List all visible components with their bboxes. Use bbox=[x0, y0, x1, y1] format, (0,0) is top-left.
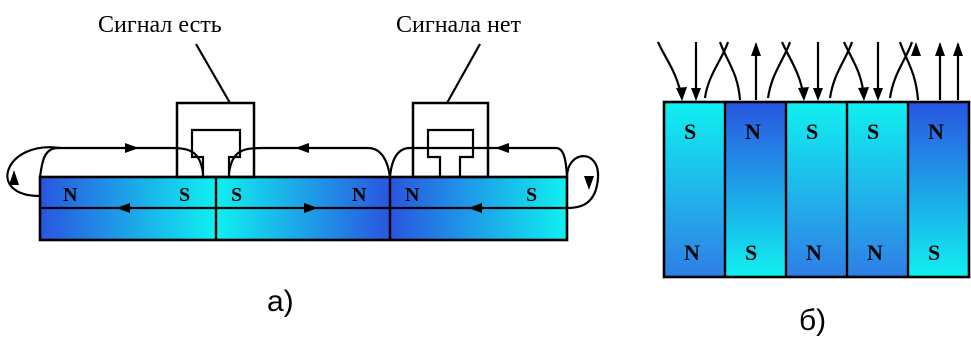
flux-arc-right-outer bbox=[565, 155, 600, 210]
leader-line-present bbox=[195, 43, 231, 104]
bar-top-pole: N bbox=[928, 119, 944, 144]
flux-arc-1 bbox=[38, 146, 205, 178]
arrow-down-icon bbox=[798, 87, 809, 101]
arrow-down-icon bbox=[813, 88, 823, 101]
pole-label: N bbox=[63, 184, 78, 206]
arrow-down-icon bbox=[584, 176, 594, 190]
pole-label: N bbox=[405, 184, 420, 206]
bar-top-pole: N bbox=[745, 119, 761, 144]
flux-arc-2 bbox=[227, 146, 392, 178]
bar-bottom-pole: S bbox=[928, 240, 940, 265]
field-lines bbox=[656, 41, 963, 101]
field-line bbox=[888, 41, 914, 99]
head-core-2 bbox=[426, 128, 475, 177]
arrow-left-icon bbox=[295, 143, 309, 153]
bar-bottom-pole: N bbox=[684, 240, 700, 265]
arrow-right-icon bbox=[125, 143, 139, 153]
field-line bbox=[766, 41, 792, 99]
pole-label: S bbox=[179, 184, 190, 206]
arrow-up-icon bbox=[9, 170, 19, 185]
label-signal-absent: Сигнала нет bbox=[396, 12, 522, 38]
field-line bbox=[718, 41, 742, 101]
arrow-down-icon bbox=[858, 87, 869, 101]
leader-line-absent bbox=[446, 43, 481, 104]
arrow-up-icon bbox=[953, 42, 963, 56]
bar-3 bbox=[786, 102, 847, 277]
bars-outline bbox=[662, 100, 971, 279]
caption-a: а) bbox=[267, 285, 294, 318]
field-line bbox=[898, 41, 920, 101]
bar-top-pole: S bbox=[806, 119, 818, 144]
diagram-b: S N S S N N S N N S bbox=[656, 41, 971, 337]
read-head-signal-absent bbox=[411, 101, 490, 179]
bar-bottom-pole: N bbox=[806, 240, 822, 265]
arrow-down-icon bbox=[873, 88, 883, 101]
bar-bottom-pole: S bbox=[745, 240, 757, 265]
bar-5 bbox=[908, 102, 969, 277]
arrow-left-icon bbox=[116, 203, 130, 213]
pole-label: N bbox=[352, 184, 367, 206]
bar-top-pole: S bbox=[867, 119, 879, 144]
field-line bbox=[828, 41, 854, 99]
diagram-a: Сигнал есть Сигнала нет N S S N N S bbox=[6, 12, 600, 318]
bar-4 bbox=[847, 102, 908, 277]
pole-label: S bbox=[231, 184, 242, 206]
pole-label: S bbox=[526, 184, 537, 206]
bar-top-pole: S bbox=[684, 119, 696, 144]
flux-arc-left-outer bbox=[6, 146, 61, 198]
flux-arc-3 bbox=[388, 146, 569, 178]
bar-bottom-pole: N bbox=[867, 240, 883, 265]
arrow-left-icon bbox=[468, 203, 482, 213]
arrow-down-icon bbox=[691, 88, 701, 101]
arrow-down-icon bbox=[676, 87, 687, 101]
bar-2 bbox=[725, 102, 786, 277]
caption-b: б) bbox=[799, 304, 826, 337]
arrow-right-icon bbox=[304, 203, 318, 213]
read-head-signal-present bbox=[175, 101, 256, 179]
arrow-up-icon bbox=[935, 42, 945, 56]
field-line bbox=[703, 41, 730, 99]
arrow-left-icon bbox=[495, 143, 509, 153]
head-core-1 bbox=[190, 128, 242, 177]
label-signal-present: Сигнал есть bbox=[98, 12, 222, 38]
arrow-up-icon bbox=[911, 42, 921, 56]
bar-1 bbox=[664, 102, 725, 277]
